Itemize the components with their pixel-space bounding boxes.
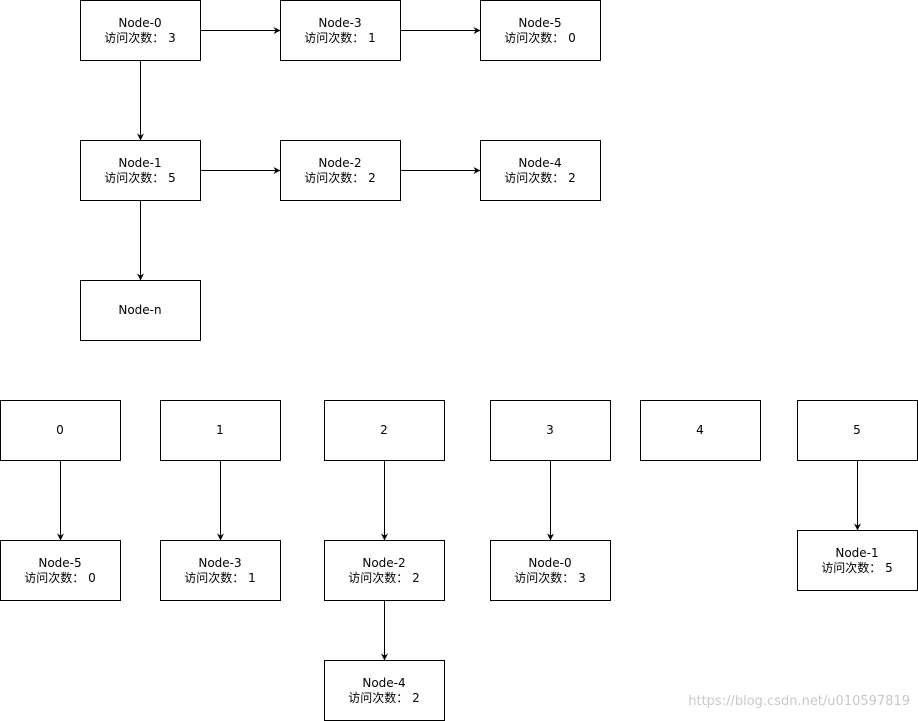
node-rect (280, 140, 401, 201)
node-title: Node-2 (362, 556, 405, 570)
node-title: Node-5 (518, 16, 561, 30)
node-visit-count: 访问次数： 3 (514, 570, 585, 585)
watermark-text: https://blog.csdn.net/u010597819 (688, 694, 910, 709)
node-visit-count: 访问次数： 2 (504, 170, 575, 185)
node-rect (160, 540, 281, 601)
node-rect (324, 660, 445, 721)
node-rect (80, 280, 201, 341)
node-visit-count: 访问次数： 0 (24, 570, 95, 585)
node-rect (490, 400, 611, 461)
node-title: Node-0 (118, 16, 161, 30)
node-box: 3 (490, 400, 611, 461)
node-visit-count: 访问次数： 5 (104, 170, 175, 185)
node-rect (0, 400, 121, 461)
node-title: 0 (56, 423, 64, 437)
node-visit-count: 访问次数： 1 (304, 30, 375, 45)
node-title: Node-5 (38, 556, 81, 570)
node-title: Node-n (118, 303, 161, 317)
node-visit-count: 访问次数： 1 (184, 570, 255, 585)
node-rect (480, 140, 601, 201)
node-visit-count: 访问次数： 0 (504, 30, 575, 45)
node-box: Node-n (80, 280, 201, 341)
node-visit-count: 访问次数： 5 (821, 560, 892, 575)
node-rect (324, 540, 445, 601)
node-title: Node-3 (318, 16, 361, 30)
node-box: 5 (797, 400, 918, 461)
node-box: 1 (160, 400, 281, 461)
node-title: Node-1 (835, 546, 878, 560)
node-box: 0 (0, 400, 121, 461)
node-title: 4 (696, 423, 704, 437)
node-rect (797, 530, 918, 591)
node-visit-count: 访问次数： 2 (348, 690, 419, 705)
node-rect (280, 0, 401, 61)
node-box: 4 (640, 400, 761, 461)
node-visit-count: 访问次数： 2 (304, 170, 375, 185)
node-title: 1 (216, 423, 224, 437)
node-title: 3 (546, 423, 554, 437)
node-title: 5 (853, 423, 861, 437)
node-title: Node-3 (198, 556, 241, 570)
node-title: Node-4 (362, 676, 405, 690)
node-visit-count: 访问次数： 2 (348, 570, 419, 585)
node-title: Node-2 (318, 156, 361, 170)
node-rect (640, 400, 761, 461)
node-title: 2 (380, 423, 388, 437)
edges-layer (57, 27, 861, 661)
node-rect (324, 400, 445, 461)
node-visit-count: 访问次数： 3 (104, 30, 175, 45)
node-rect (80, 0, 201, 61)
node-title: Node-4 (518, 156, 561, 170)
node-title: Node-0 (528, 556, 571, 570)
node-rect (480, 0, 601, 61)
node-rect (0, 540, 121, 601)
node-rect (797, 400, 918, 461)
node-title: Node-1 (118, 156, 161, 170)
node-rect (80, 140, 201, 201)
node-rect (490, 540, 611, 601)
node-rect (160, 400, 281, 461)
node-box: 2 (324, 400, 445, 461)
